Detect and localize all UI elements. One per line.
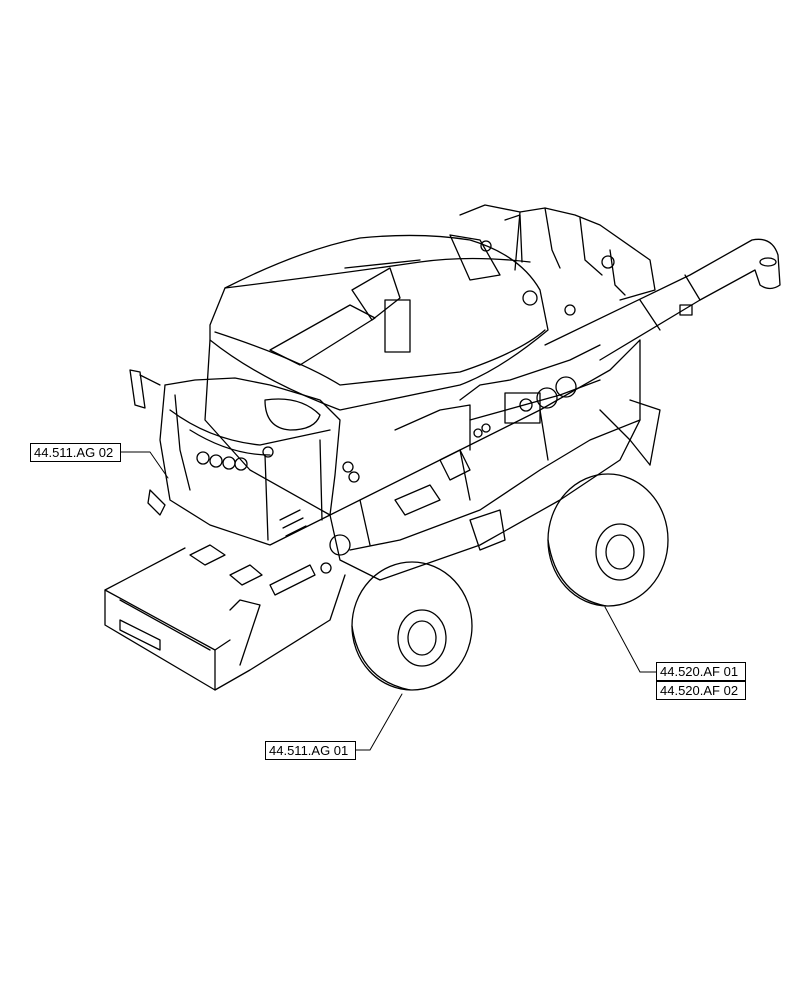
callout-44-520-af-02[interactable]: 44.520.AF 02 [656,681,746,700]
engine-deck-rails [449,204,656,316]
callout-label: 44.520.AF 01 [660,664,739,679]
callout-label: 44.511.AG 02 [34,445,114,460]
leader-ag02 [120,451,169,479]
cab [129,369,341,546]
callout-label: 44.511.AG 01 [269,743,349,758]
callout-leaders [120,451,657,751]
front-wheel [351,561,473,691]
unloading-auger [544,238,781,361]
callout-44-511-ag-02[interactable]: 44.511.AG 02 [30,443,121,462]
leader-af [604,606,657,673]
machine-body [204,339,661,581]
callout-label: 44.520.AF 02 [660,683,739,698]
grain-tank [209,234,549,411]
leader-ag01 [355,693,403,751]
rear-wheel [547,473,669,607]
feeder-header [104,534,351,691]
callout-44-520-af-01[interactable]: 44.520.AF 01 [656,662,746,681]
callout-44-511-ag-01[interactable]: 44.511.AG 01 [265,741,356,760]
